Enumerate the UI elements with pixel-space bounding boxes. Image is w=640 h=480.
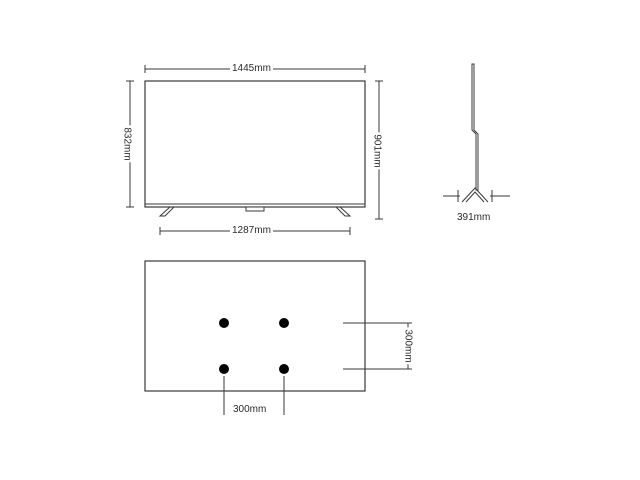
tv-front-panel: [144, 80, 366, 208]
vesa-hole-bottom-left: [219, 364, 229, 374]
total-height-label: 901mm: [370, 132, 383, 170]
tv-back-panel: [144, 260, 366, 392]
panel-height-label: 832mm: [120, 125, 133, 163]
front-view: [126, 65, 383, 235]
tv-center-logo-bar: [245, 206, 265, 212]
side-depth-label: 391mm: [455, 212, 493, 224]
vesa-hole-top-right: [279, 318, 289, 328]
vesa-hole-top-left: [219, 318, 229, 328]
left-stand-foot: [158, 206, 176, 217]
right-stand-foot: [334, 206, 352, 217]
back-view: [144, 260, 412, 415]
stand-width-label: 1287mm: [230, 225, 273, 237]
vesa-hole-bottom-right: [279, 364, 289, 374]
tv-side-profile: [471, 63, 479, 191]
side-stand-legs: [461, 187, 489, 203]
front-width-label: 1445mm: [230, 63, 273, 75]
vesa-horizontal-label: 300mm: [231, 404, 269, 416]
vesa-horizontal-dimension-line: [223, 376, 285, 415]
side-view: [443, 63, 510, 203]
depth-dimension-line: [443, 190, 510, 202]
vesa-vertical-label: 300mm: [401, 327, 414, 365]
